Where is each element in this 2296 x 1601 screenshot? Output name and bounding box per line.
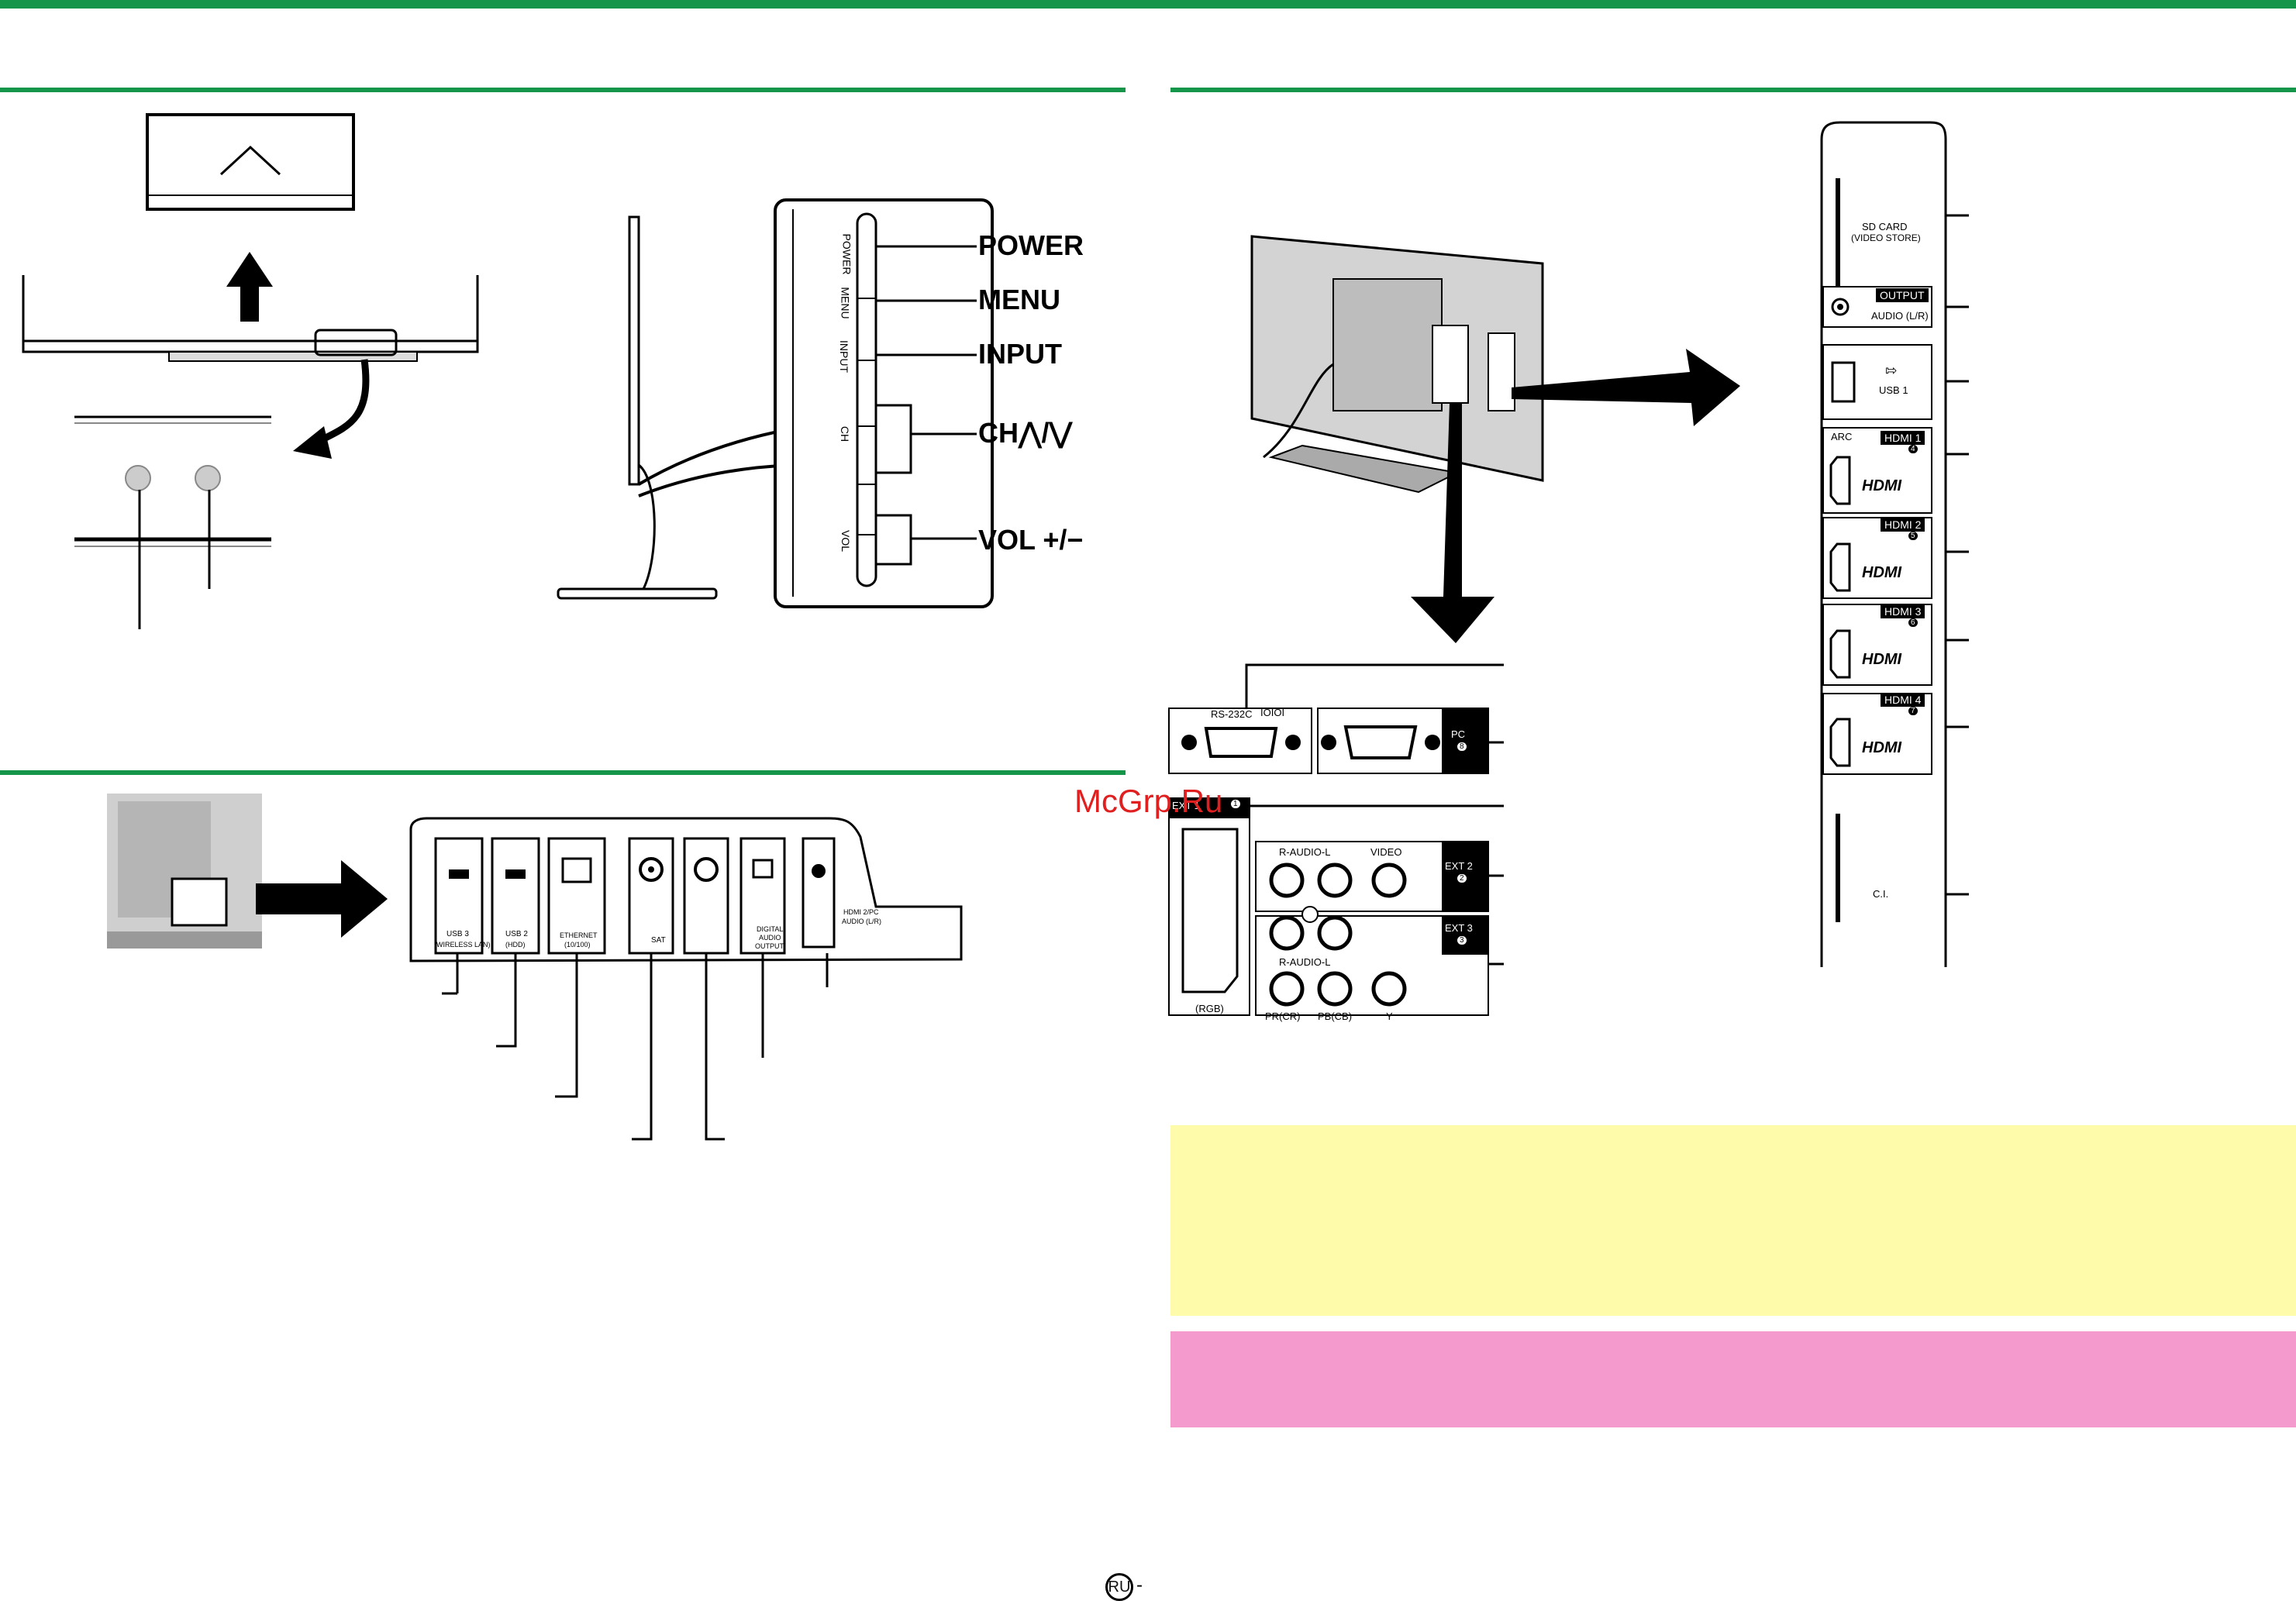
usb3-sub: (WIRELESS LAN): [434, 941, 491, 949]
pc-label: PC: [1451, 728, 1466, 740]
arrow-to-rear-panel: [1411, 403, 1494, 643]
tv-rear-illustration: [1250, 235, 1544, 494]
usb2-sub: (HDD): [505, 941, 526, 949]
output-tag: OUTPUT: [1876, 288, 1929, 302]
pb-label: PB(CB): [1318, 1011, 1353, 1022]
hdmi-pc-label-2: AUDIO (L/R): [842, 918, 882, 925]
section-rule-rear: [1170, 88, 2296, 92]
pc-num: 8: [1457, 742, 1467, 751]
menu-label: MENU: [978, 284, 1060, 315]
ext2-label: EXT 2: [1445, 860, 1473, 872]
pr-label: PR(CR): [1265, 1011, 1301, 1022]
digital-audio-2: AUDIO: [759, 934, 781, 942]
hdmi4-logo: HDMI: [1862, 739, 1902, 756]
ext3-num: 3: [1457, 936, 1467, 945]
ch-label: CH⋀/⋁: [978, 417, 1072, 449]
digital-audio-3: OUTPUT: [755, 942, 784, 950]
note-pink: [1170, 1331, 2296, 1427]
ethernet-label: ETHERNET: [560, 931, 598, 939]
ch-arrows: ⋀/⋁: [1019, 417, 1073, 449]
side-buttons-diagram: [557, 198, 994, 608]
hdmi2-num: 5: [1908, 532, 1918, 540]
side-text-input: INPUT: [838, 340, 850, 373]
ext2-num: 2: [1457, 874, 1467, 883]
footer-lang-text: RU: [1108, 1579, 1131, 1596]
sd-card-label-1: SD CARD: [1862, 221, 1908, 232]
usb2-label: USB 2: [505, 930, 528, 938]
ext1-label: EXT 1: [1172, 800, 1200, 811]
video-label: VIDEO: [1370, 846, 1402, 858]
side-text-ch: CH: [839, 425, 852, 442]
y-label: Y: [1386, 1011, 1393, 1022]
arc-label: ARC: [1831, 431, 1853, 442]
section-rule-front: [0, 88, 1126, 92]
ethernet-sub: (10/100): [564, 941, 591, 949]
side-text-menu: MENU: [839, 287, 852, 319]
hdmi3-tag: HDMI 3: [1881, 604, 1925, 618]
section-rule-bottom: [0, 770, 1126, 775]
sat-label: SAT: [651, 936, 666, 945]
front-sensor-diagram: [22, 113, 479, 629]
rgb-label: (RGB): [1195, 1003, 1224, 1014]
rs232c-icon: IOIOI: [1260, 707, 1285, 718]
hdmi4-tag: HDMI 4: [1881, 693, 1925, 707]
arrow-to-side-panel: [1512, 349, 1740, 426]
hdmi1-tag: HDMI 1: [1881, 431, 1925, 445]
rear-photo-thumb: [107, 794, 262, 949]
ext1-num: 1: [1231, 800, 1240, 808]
power-label: POWER: [978, 229, 1084, 261]
hdmi3-logo: HDMI: [1862, 651, 1902, 668]
side-terminal-panel: [1820, 121, 1969, 967]
rear-terminal-strip: [409, 817, 963, 1141]
usb1-label: USB 1: [1879, 384, 1908, 396]
input-label: INPUT: [978, 338, 1062, 370]
hdmi2-logo: HDMI: [1862, 564, 1902, 581]
ext3-label: EXT 3: [1445, 922, 1473, 934]
footer-dash: -: [1136, 1575, 1143, 1596]
usb1-icon: ⇰: [1885, 363, 1898, 378]
watermark: McGrp.Ru: [1074, 783, 1223, 819]
audio-lr-label: AUDIO (L/R): [1871, 310, 1929, 322]
top-green-bar: [0, 0, 2296, 9]
hdmi-pc-label-1: HDMI 2/PC: [843, 908, 879, 916]
rear-terminal-panels: [1168, 663, 1504, 1016]
vol-label: VOL +/−: [978, 524, 1084, 556]
ci-label: C.I.: [1873, 888, 1889, 900]
rear-terminals-arrow: [256, 860, 388, 938]
side-text-vol: VOL: [839, 529, 853, 553]
hdmi3-num: 6: [1908, 618, 1918, 627]
r-audio-l-label-1: R-AUDIO-L: [1279, 846, 1331, 858]
hdmi4-num: 7: [1908, 707, 1918, 715]
hdmi1-num: 4: [1908, 445, 1918, 453]
rs232c-label: RS-232C: [1211, 708, 1253, 720]
sd-card-label-2: (VIDEO STORE): [1851, 232, 1921, 243]
side-text-power: POWER: [840, 233, 853, 275]
ch-label-text: CH: [978, 417, 1019, 449]
usb3-label: USB 3: [446, 930, 469, 938]
digital-audio-1: DIGITAL: [757, 925, 784, 933]
note-yellow: [1170, 1125, 2296, 1316]
hdmi2-tag: HDMI 2: [1881, 518, 1925, 532]
hdmi1-logo: HDMI: [1862, 477, 1902, 494]
footer-lang-badge: RU: [1105, 1573, 1133, 1601]
r-audio-l-label-2: R-AUDIO-L: [1279, 956, 1331, 968]
